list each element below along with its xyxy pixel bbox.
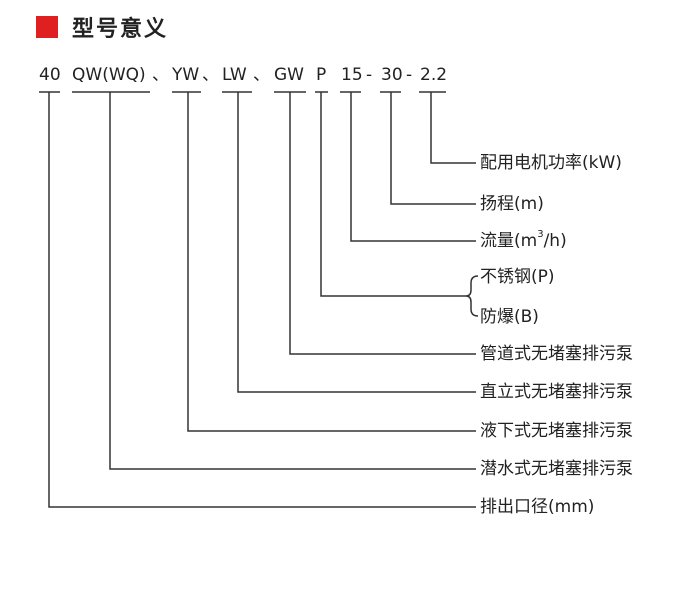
code-separator-3: 、: [253, 65, 270, 85]
label-flow-superscript: 3: [537, 229, 544, 241]
label-flow: 流量(m3/h): [480, 229, 567, 251]
code-material: P: [316, 65, 327, 85]
leader-lw: [237, 92, 476, 393]
code-lw: LW: [222, 65, 247, 85]
label-qw: 潜水式无堵塞排污泵: [480, 459, 633, 479]
leader-power: [430, 92, 476, 164]
label-explosion: 防爆(B): [480, 307, 539, 327]
code-dash-2: -: [406, 65, 413, 85]
code-flow: 15: [341, 65, 363, 85]
label-flow-prefix: 流量(m: [480, 231, 538, 251]
code-separator-1: 、: [152, 65, 169, 85]
code-gw: GW: [274, 65, 304, 85]
leader-flow: [350, 92, 476, 242]
code-head: 30: [381, 65, 403, 85]
label-diameter: 排出口径(mm): [480, 497, 595, 517]
leader-gw: [289, 92, 476, 355]
label-yw: 液下式无堵塞排污泵: [480, 421, 633, 441]
label-flow-suffix: /h): [543, 231, 567, 251]
code-power: 2.2: [420, 65, 448, 85]
code-diameter: 40: [39, 65, 61, 85]
label-head: 扬程(m): [480, 194, 544, 214]
leader-qw: [109, 92, 476, 470]
title-square-icon: [36, 16, 58, 38]
page-title: 型号意义: [72, 17, 169, 42]
leader-yw: [187, 92, 476, 432]
label-lw: 直立式无堵塞排污泵: [480, 382, 633, 402]
code-yw: YW: [172, 65, 200, 85]
leader-material: [320, 92, 466, 297]
code-qw: QW(WQ): [72, 65, 146, 85]
title-block: 型号意义: [36, 12, 168, 42]
label-gw: 管道式无堵塞排污泵: [480, 344, 633, 364]
brace: [465, 275, 479, 317]
code-dash-1: -: [366, 65, 373, 85]
leader-head: [390, 92, 476, 205]
label-stainless: 不锈钢(P): [480, 267, 555, 287]
leader-diameter: [48, 92, 476, 508]
label-power: 配用电机功率(kW): [480, 153, 622, 173]
code-separator-2: 、: [202, 65, 219, 85]
